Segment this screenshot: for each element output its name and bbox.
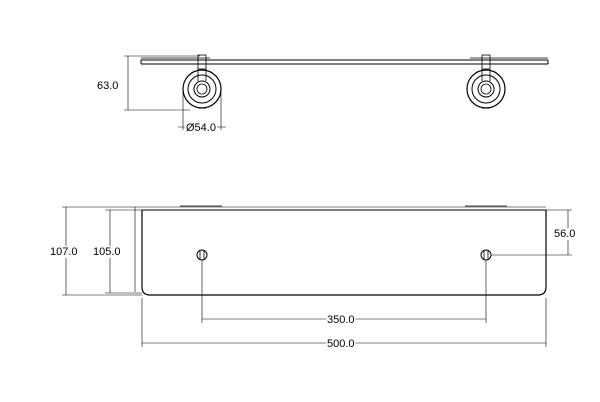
dim-front-height-outer-label: 107.0 [50, 246, 78, 258]
shelf-front-outline [134, 205, 547, 296]
left-bracket-top [182, 54, 222, 109]
dim-hole-offset-label: 56.0 [554, 228, 575, 240]
dim-label-backing [49, 246, 79, 258]
dim-diameter-label: Ø54.0 [186, 122, 216, 134]
dim-front-height-outer: 107.0 [49, 206, 142, 296]
dim-top-height: 63.0 [96, 55, 200, 111]
front-view: 107.0 105.0 56.0 350.0 500.0 [49, 205, 577, 350]
dim-front-height-inner-label: 105.0 [93, 246, 121, 258]
right-mounting-hole [480, 249, 492, 261]
dim-diameter: Ø54.0 [178, 89, 226, 134]
dim-hole-offset: 56.0 [491, 209, 577, 256]
top-view: 63.0 Ø54.0 [96, 54, 549, 134]
shelf-top-outline [140, 57, 549, 65]
dim-label-backing [92, 246, 122, 258]
dim-hole-spacing: 350.0 [201, 260, 487, 326]
dim-label-backing [326, 338, 356, 350]
left-mounting-hole [196, 249, 208, 261]
dim-label-backing [326, 314, 356, 326]
dim-total-width-label: 500.0 [327, 338, 355, 350]
dim-top-height-label: 63.0 [97, 80, 118, 92]
dim-front-height-inner: 105.0 [92, 209, 142, 294]
dim-hole-spacing-label: 350.0 [327, 314, 355, 326]
dim-label-backing [553, 228, 577, 240]
dim-total-width: 500.0 [141, 298, 547, 350]
dim-label-backing [96, 80, 120, 92]
right-bracket-top [466, 54, 506, 109]
dim-label-backing [185, 122, 217, 134]
